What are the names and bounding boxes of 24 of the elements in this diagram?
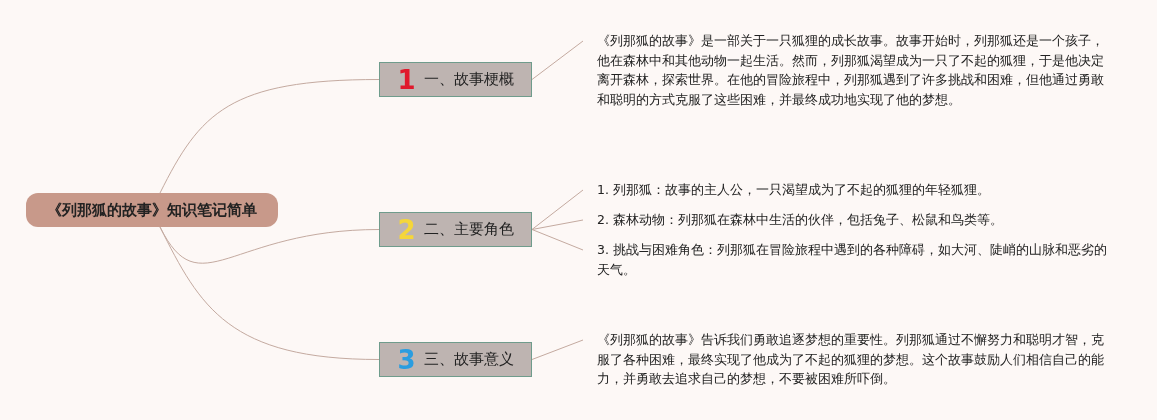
number-icon: 1 xyxy=(397,66,416,93)
connector-line xyxy=(159,226,380,360)
central-topic xyxy=(26,193,278,227)
note-text: 1. 列那狐：故事的主人公，一只渴望成为了不起的狐狸的年轻狐狸。 xyxy=(597,180,1107,200)
topic-box xyxy=(379,342,532,377)
note-text: 2. 森林动物：列那狐在森林中生活的伙伴，包括兔子、松鼠和鸟类等。 xyxy=(597,210,1107,230)
connector-line xyxy=(159,226,380,264)
connector-line xyxy=(531,339,584,360)
connector-line xyxy=(531,189,584,230)
connector-line xyxy=(531,219,584,230)
connector-line xyxy=(531,40,584,80)
connector-line xyxy=(531,229,584,251)
topic-box xyxy=(379,212,532,247)
topic-box xyxy=(379,62,532,97)
number-icon: 2 xyxy=(397,216,416,243)
topic-label: 二、主要角色 xyxy=(423,220,514,239)
topic-label: 一、故事梗概 xyxy=(423,70,514,89)
number-icon: 3 xyxy=(397,346,416,373)
note-text: 3. 挑战与困难角色：列那狐在冒险旅程中遇到的各种障碍，如大河、陡峭的山脉和恶劣的天气。 xyxy=(597,240,1107,280)
note-text: 《列那狐的故事》告诉我们勇敢追逐梦想的重要性。列那狐通过不懈努力和聪明才智，克服了各种困难，最终实现了他成为了不起的狐狸的梦想。这个故事鼓励人们相信自己的能力，并勇敢去追求自己的梦想，不要被困难所吓倒。 xyxy=(597,330,1107,390)
connector-line xyxy=(159,79,380,194)
topic-label: 三、故事意义 xyxy=(423,350,514,369)
note-text: 《列那狐的故事》是一部关于一只狐狸的成长故事。故事开始时，列那狐还是一个孩子，他在森林中和其他动物一起生活。然而，列那狐渴望成为一只了不起的狐狸，于是他决定离开森林，探索世界。在他的冒险旅程中，列那狐遇到了许多挑战和困难，但他通过勇敢和聪明的方式克服了这些困难，并最终成功地实现了他的梦想。 xyxy=(597,31,1107,131)
topic-label: 《列那狐的故事》知识笔记简单 xyxy=(47,200,257,220)
